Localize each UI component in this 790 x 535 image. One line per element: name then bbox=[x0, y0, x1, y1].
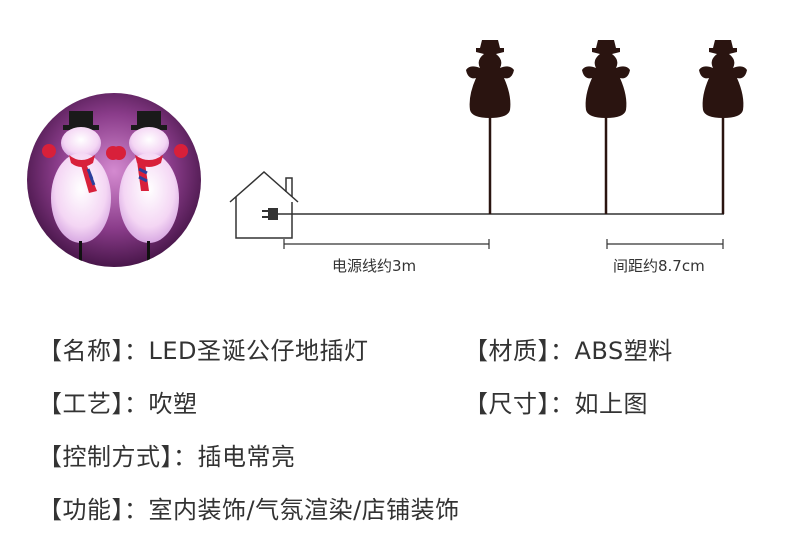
spec-function-value: 室内装饰/气氛渲染/店铺装饰 bbox=[148, 496, 460, 524]
spec-process: 【工艺】：吹塑 bbox=[38, 384, 198, 419]
spec-size-value: 如上图 bbox=[574, 390, 648, 418]
spec-function-key: 【功能】： bbox=[38, 496, 149, 524]
spec-name-key: 【名称】： bbox=[38, 337, 149, 365]
snowman-silhouette-1 bbox=[466, 40, 514, 118]
house-icon bbox=[229, 170, 299, 239]
spec-control-value: 插电常亮 bbox=[197, 443, 296, 471]
spec-name: 【名称】：LED圣诞公仔地插灯 bbox=[38, 331, 369, 366]
snowman-silhouette-2 bbox=[582, 40, 630, 118]
cable-length-dimension bbox=[283, 239, 490, 249]
spec-process-value: 吹塑 bbox=[148, 390, 198, 418]
wiring-diagram bbox=[229, 40, 747, 249]
plug-icon bbox=[262, 208, 278, 220]
spec-control-key: 【控制方式】： bbox=[38, 443, 198, 471]
product-photo bbox=[27, 93, 201, 267]
spec-material-value: ABS塑料 bbox=[574, 337, 673, 365]
spec-size: 【尺寸】：如上图 bbox=[464, 384, 648, 419]
cable-length-label: 电源线约3m bbox=[332, 257, 417, 275]
spec-control: 【控制方式】：插电常亮 bbox=[38, 437, 296, 472]
spec-function: 【功能】：室内装饰/气氛渲染/店铺装饰 bbox=[38, 490, 460, 525]
snowman-photo-illustration bbox=[27, 93, 201, 267]
snowman-silhouette-3 bbox=[699, 40, 747, 118]
spec-size-key: 【尺寸】： bbox=[464, 390, 575, 418]
snowman-right bbox=[112, 111, 188, 267]
spacing-label: 间距约8.7cm bbox=[613, 257, 705, 275]
spacing-dimension bbox=[606, 239, 724, 249]
spec-material: 【材质】：ABS塑料 bbox=[464, 331, 673, 366]
snowman-left bbox=[42, 111, 120, 267]
spec-process-key: 【工艺】： bbox=[38, 390, 149, 418]
spec-name-value: LED圣诞公仔地插灯 bbox=[148, 337, 369, 365]
spec-material-key: 【材质】： bbox=[464, 337, 575, 365]
